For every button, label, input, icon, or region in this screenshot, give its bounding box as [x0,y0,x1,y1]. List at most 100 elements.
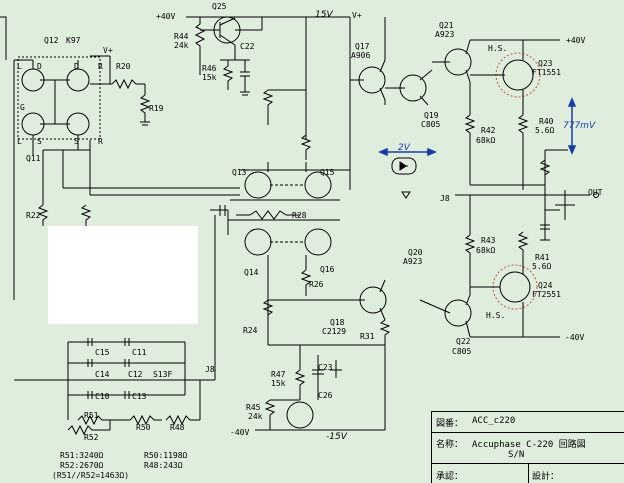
r43-resistor [464,234,476,295]
r19-label: R19 [149,104,164,113]
q15-label: Q15 [320,168,335,177]
pin-r2: R [98,137,103,146]
q24-label: Q24 [538,281,553,290]
blank-area [48,226,198,324]
q17-label: Q17 [355,42,370,51]
r42-resistor [464,114,476,185]
r31-resistor [379,319,391,430]
r45-label: R45 [246,403,261,412]
r50-label: R50 [136,423,151,432]
out-label: OUT [588,188,603,197]
vplus-left-label: V+ [103,46,113,55]
r43-value: 68kΩ [476,246,496,255]
approve-label: 承認： [436,472,464,482]
r40-label: R40 [539,117,554,126]
r28-label: R28 [292,211,307,220]
name-value: Accuphase C-220 回路図 [472,440,586,450]
design-label: 設計： [532,472,560,482]
r46-resistor [222,60,234,90]
r43-label: R43 [481,236,496,245]
r20-resistor [111,78,145,90]
v15-label: 15V [315,10,333,20]
pin-g: G [20,103,25,112]
c13-label: C13 [132,392,147,401]
minus40v-left-label: -40V [230,428,250,437]
vplus-top-label: V+ [352,11,362,20]
r19-resistor [139,94,151,122]
r45-value: 24k [248,412,263,421]
c23-label: C23 [318,363,333,372]
q20-label: Q20 [408,248,423,257]
j8a-label: J8 [440,194,450,203]
v2-annotation: 2V [398,143,410,153]
c10-label: C10 [95,392,110,401]
hs1-label: H.S. [488,44,508,53]
r41-resistor [517,231,529,275]
drawing-number-value: ACC_c220 [472,416,516,426]
q15-transistor [304,171,332,199]
q12-label: Q12 [44,36,59,45]
r47-resistor [294,369,306,400]
fet2-label: FT2551 [532,290,561,299]
r24-label: R24 [243,326,258,335]
a906-label: A906 [351,51,371,60]
q16-label: Q16 [320,265,335,274]
pin-d2: D [74,62,79,71]
q14-transistor [244,228,272,256]
note-r52: R52:2670Ω [60,461,104,470]
title-block: 図番： ACC_c220 名称： Accuphase C-220 回路図 S/N… [431,411,624,483]
r51-resistor [77,414,110,426]
q13-transistor [244,171,272,199]
r26-resistor [300,269,312,296]
r48-resistor [165,414,200,426]
r24-resistor [262,299,274,326]
r52-resistor [67,424,110,436]
pin-d1: D [37,62,42,71]
r22-resistor [37,204,49,226]
drawing-number-label: 図番： [436,419,464,429]
q19-label: Q19 [424,111,439,120]
r44-resistor [194,17,206,75]
approval-divider [528,464,529,483]
c22-label: C22 [240,42,255,51]
c805a-label: C805 [421,120,441,129]
q16-transistor [304,228,332,256]
k97-label: K97 [66,36,81,45]
r22-label: R22 [26,211,41,220]
note-r50: R50:1198Ω [144,451,188,460]
note-r48: R48:243Ω [144,461,183,470]
note-parallel: (R51//R52=1463Ω) [52,471,130,480]
r50-resistor [129,414,162,426]
r42-value: 68kΩ [476,136,496,145]
q21-label: Q21 [439,21,454,30]
pin-l2: L [17,137,22,146]
r41-value: 5.6Ω [532,262,552,271]
j8b-label: J8 [205,365,215,374]
r26-label: R26 [309,280,324,289]
hs2-label: H.S. [486,311,506,320]
mv-annotation: 777mV [563,121,596,131]
pin-l1: L [17,62,22,71]
r46-label: R46 [202,64,217,73]
pin-r1: R [98,62,103,71]
r42-label: R42 [481,126,496,135]
r47-label: R47 [271,370,286,379]
r40-resistor [517,114,529,190]
r51-label: R51 [84,411,99,420]
q22-label: Q22 [456,337,471,346]
q18-label: Q18 [330,318,345,327]
pin-s1: S [37,137,42,146]
r40-value: 5.6Ω [535,126,555,135]
r31-label: R31 [360,332,375,341]
r44-label: R44 [174,32,189,41]
c15-label: C15 [95,348,110,357]
q23-label: Q23 [538,59,553,68]
c805b-label: C805 [452,347,472,356]
q11-label: Q11 [26,154,41,163]
r41-label: R41 [535,253,550,262]
r48-label: R48 [170,423,185,432]
plus40v-label: +40V [156,12,176,21]
output-terminal [593,192,599,198]
r20-label: R20 [116,62,131,71]
